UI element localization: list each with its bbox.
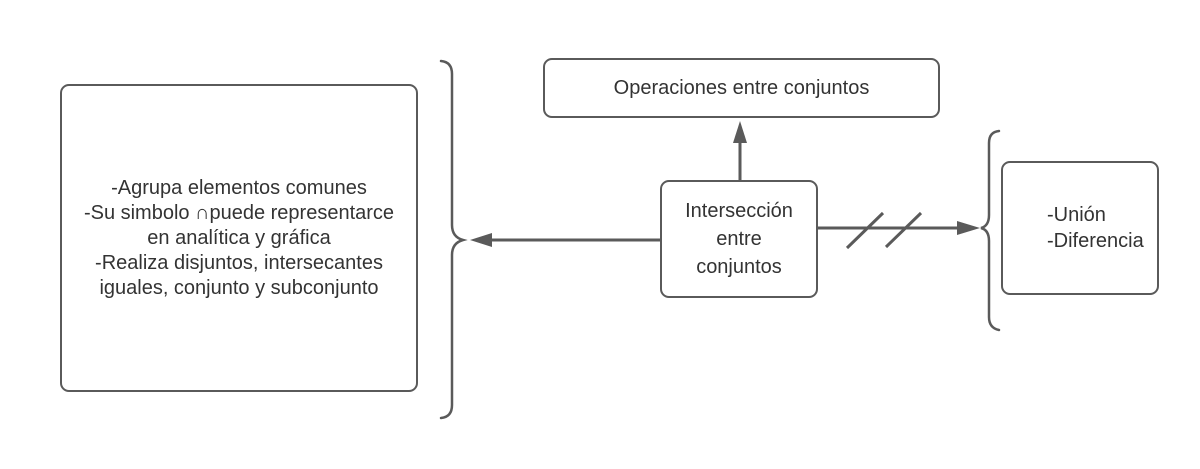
node-right-detail: -Unión -Diferencia [1001,161,1159,295]
arrow-to-top-head [733,121,747,143]
left-detail-text: -Agrupa elementos comunes -Su simbolo ∩p… [83,176,395,299]
slash-mark-2 [884,211,923,249]
arrow-to-left-brace-head [470,233,492,247]
node-interseccion-entre-conjuntos: Intersección entre conjuntos [660,180,818,298]
node-left-detail: -Agrupa elementos comunes -Su simbolo ∩p… [60,84,418,392]
right-curly-brace [980,129,1001,332]
right-detail-text: -Unión -Diferencia [1047,204,1144,252]
slash-mark-1 [845,211,885,250]
left-curly-brace [439,59,468,420]
arrow-to-right-brace-head [957,221,980,235]
node-operaciones-entre-conjuntos: Operaciones entre conjuntos [543,58,940,118]
interseccion-label: Intersección entre conjuntos [685,200,793,278]
operaciones-label: Operaciones entre conjuntos [613,76,870,99]
